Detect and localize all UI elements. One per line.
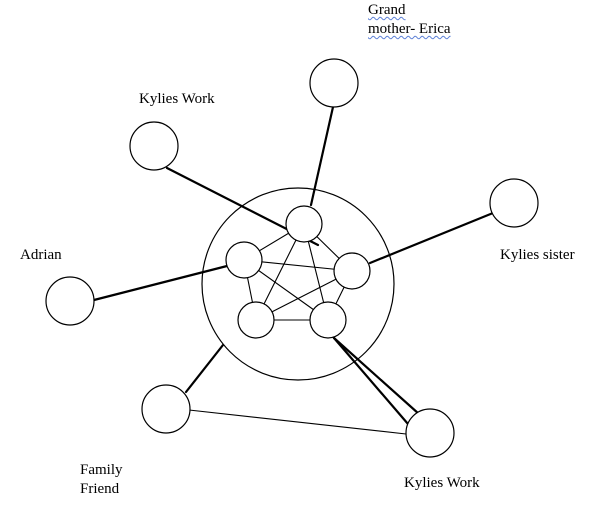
core-group-circle: [201, 187, 395, 381]
label-grandmother-line2: mother- Erica: [368, 20, 451, 39]
link-kylies-work-bottom-to-core-a: [332, 336, 421, 416]
label-family-friend-line1: Family: [80, 462, 123, 478]
link-kylies-sister-to-core: [368, 211, 495, 265]
node-family-friend: [141, 384, 191, 434]
label-grandmother-line2-text: mother- Erica: [368, 21, 451, 37]
label-grandmother-line1: Grand: [368, 2, 406, 18]
label-adrian: Adrian: [20, 247, 62, 263]
node-kylies-work-bottom: [405, 408, 455, 458]
inner-node-left: [225, 241, 263, 279]
inner-node-top: [285, 205, 323, 243]
label-kylies-work-top: Kylies Work: [139, 91, 215, 107]
link-grandmother-to-core: [309, 105, 335, 207]
label-grandmother: Grand mother- Erica: [368, 1, 451, 39]
node-grandmother-erica: [309, 58, 359, 108]
link-family-friend-to-circle: [184, 343, 225, 394]
link-kylies-work-bottom-to-core-b: [332, 336, 410, 426]
inner-node-bottom-right: [309, 301, 347, 339]
inner-node-right: [333, 252, 371, 290]
label-family-friend-line2: Friend: [80, 481, 120, 497]
label-kylies-sister: Kylies sister: [500, 247, 575, 263]
link-adrian-to-core: [92, 264, 229, 302]
node-kylies-sister: [489, 178, 539, 228]
label-kylies-work-bottom: Kylies Work: [404, 475, 480, 491]
node-kylies-work-top: [129, 121, 179, 171]
inner-node-bottom-left: [237, 301, 275, 339]
node-adrian: [45, 276, 95, 326]
link-family-friend-to-kylies-work: [188, 409, 407, 435]
label-family-friend: Family Friend: [80, 461, 123, 499]
